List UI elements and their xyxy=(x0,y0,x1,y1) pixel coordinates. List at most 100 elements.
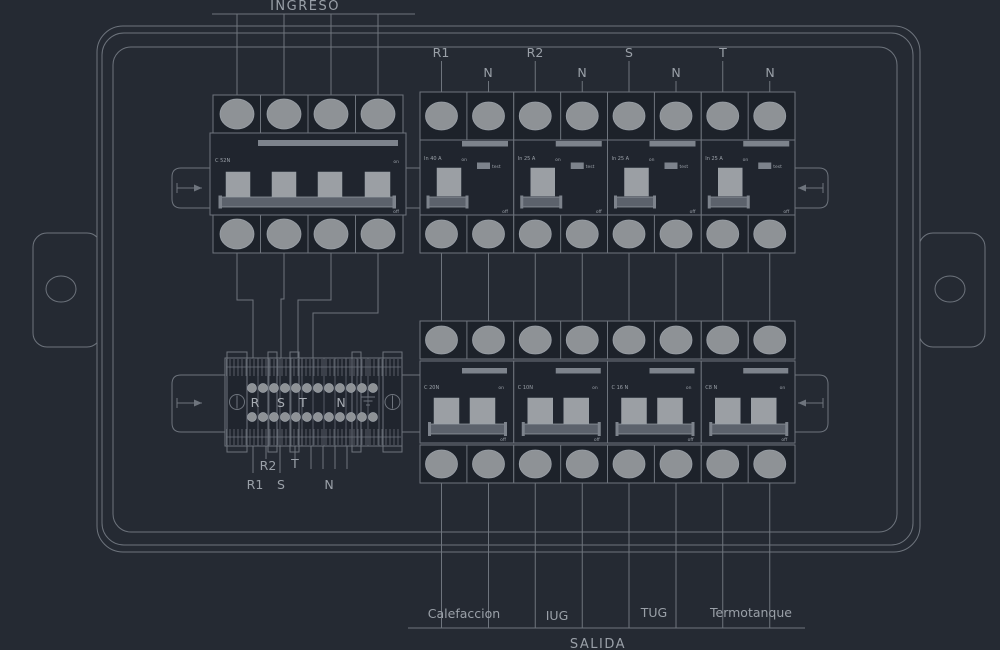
arrow-head-icon xyxy=(194,184,202,192)
mcb-breaker-1: C 20N on off xyxy=(419,320,515,484)
breaker-handle xyxy=(624,167,649,197)
arrow-head-icon xyxy=(798,399,806,407)
circuit-label-tug: TUG xyxy=(640,605,667,620)
breaker-handle xyxy=(715,397,741,425)
arrow-head-icon xyxy=(194,399,202,407)
end-stop xyxy=(351,351,362,453)
label-window xyxy=(258,140,398,146)
off-label: off xyxy=(393,209,400,215)
base-end xyxy=(709,422,713,436)
base-end xyxy=(615,422,619,436)
breaker-handle xyxy=(751,397,777,425)
base-end xyxy=(521,422,525,436)
din-rails xyxy=(171,167,829,433)
end-stop xyxy=(267,351,278,453)
base-end xyxy=(653,195,656,209)
base-end xyxy=(426,195,430,209)
test-label: test xyxy=(680,164,689,170)
base-end xyxy=(746,195,750,209)
base-end xyxy=(520,195,524,209)
rcd-to-mcb-wires xyxy=(441,253,771,321)
main-breaker-4p: C 52N on off xyxy=(209,94,407,254)
input-label-s: S xyxy=(625,45,633,60)
breaker-model: C 16 N xyxy=(612,385,629,391)
base-end xyxy=(691,422,695,436)
base-end xyxy=(597,422,601,436)
circuit-label-iug: IUG xyxy=(546,608,569,623)
mounting-hole-right xyxy=(934,275,966,303)
mounting-hole-left xyxy=(45,275,77,303)
panel-rim-outline xyxy=(101,32,914,546)
terminal-block: R S T N xyxy=(224,351,403,453)
tie-bar-end xyxy=(218,195,222,209)
off-label: off xyxy=(502,209,509,215)
din-rail-bottom-left xyxy=(171,374,225,433)
rcd-breaker-3: In 25 A on test off xyxy=(607,91,702,254)
label-window xyxy=(462,368,507,374)
rcd-breaker-2: In 25 A on test off xyxy=(513,91,608,254)
din-rail-top-left xyxy=(171,167,213,209)
off-label: off xyxy=(688,437,695,443)
circuit-label-calefaccion: Calefaccion xyxy=(428,606,500,621)
mounting-ear-left xyxy=(32,232,102,348)
breaker-handle xyxy=(469,397,496,425)
label-window xyxy=(555,141,602,147)
terminal-screws xyxy=(247,383,378,422)
base-end xyxy=(785,422,789,436)
label-window xyxy=(555,368,601,374)
on-label: on xyxy=(461,158,467,163)
neutral-input-wires xyxy=(488,81,771,92)
base-end xyxy=(614,195,617,209)
test-label: test xyxy=(773,164,782,170)
breaker-handle xyxy=(527,397,553,425)
label-window xyxy=(462,141,508,147)
salida-wires xyxy=(441,483,771,628)
breaker-model: C 52N xyxy=(215,158,230,164)
base-end xyxy=(707,195,711,209)
breaker-handle xyxy=(225,171,251,199)
input-label-t: T xyxy=(718,45,727,60)
base-end xyxy=(465,195,469,209)
block-letter-n: N xyxy=(336,395,345,410)
breaker-handle xyxy=(657,397,683,425)
input-label-r2: R2 xyxy=(527,45,544,60)
base-end xyxy=(428,422,431,436)
breaker-handle xyxy=(718,167,743,197)
mcb-breaker-3: C 16 N on off xyxy=(607,320,702,484)
test-label: test xyxy=(492,164,501,170)
breaker-model: C8 N xyxy=(705,385,717,391)
breaker-model: C 20N xyxy=(424,385,439,391)
block-letter-s: S xyxy=(277,395,285,410)
on-label: on xyxy=(743,158,749,163)
handle-base xyxy=(521,196,562,208)
on-label: on xyxy=(498,386,504,391)
handle-base xyxy=(616,423,694,435)
label-window xyxy=(743,368,789,374)
on-label: on xyxy=(555,158,561,163)
phase-input-wires xyxy=(441,61,724,92)
ground-symbol-icon xyxy=(361,389,375,406)
ingreso-wires xyxy=(236,14,379,95)
panel-inner-outline xyxy=(112,46,898,533)
block-output-wires xyxy=(252,446,348,473)
label-window xyxy=(649,368,695,374)
tie-bar-end xyxy=(392,195,396,209)
base-end xyxy=(559,195,563,209)
handle-tie-bar xyxy=(219,196,396,208)
test-button xyxy=(477,162,490,169)
input-label-r1: R1 xyxy=(433,45,450,60)
off-label: off xyxy=(500,437,507,443)
end-stop-right xyxy=(382,351,403,453)
block-outputs: R1 R2 S T N xyxy=(247,446,348,492)
test-button xyxy=(570,162,584,169)
test-button xyxy=(758,162,772,169)
breaker-model: C 10N xyxy=(518,385,533,391)
label-window xyxy=(649,141,696,147)
input-label-n3: N xyxy=(671,65,680,80)
input-label-n1: N xyxy=(483,65,492,80)
input-label-n2: N xyxy=(577,65,586,80)
handle-base xyxy=(615,196,655,208)
breaker-rating: In 25 A xyxy=(705,156,723,162)
test-label: test xyxy=(586,164,595,170)
